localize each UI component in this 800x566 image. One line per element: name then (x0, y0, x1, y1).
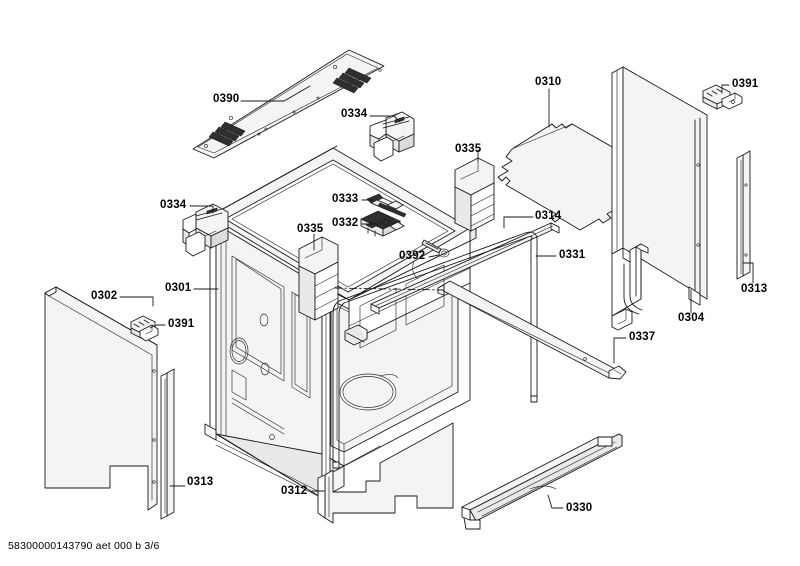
part-0313-trim-strip-left (160, 368, 175, 520)
part-label-0335-front: 0335 (297, 223, 324, 235)
part-0332-door-latch-module (360, 210, 405, 237)
part-label-0302: 0302 (91, 290, 118, 302)
part-label-0304: 0304 (678, 312, 705, 324)
part-0330-base-tray-plinth (461, 433, 623, 530)
part-label-0391-right: 0391 (732, 78, 759, 90)
part-label-0330: 0330 (566, 502, 593, 514)
part-label-0391-left: 0391 (168, 318, 195, 330)
part-0334-corner-bracket-rear (369, 111, 415, 162)
part-label-0312: 0312 (281, 485, 308, 497)
part-0335-spacer-block-rear (454, 157, 495, 232)
part-label-0310: 0310 (535, 76, 562, 88)
part-0334-corner-bracket-front (182, 203, 229, 257)
part-label-0392: 0392 (399, 250, 426, 262)
part-0333-latch-lever (366, 193, 407, 218)
part-label-0313-left: 0313 (187, 476, 214, 488)
part-label-0313-right: 0313 (741, 283, 768, 295)
part-0391-hinge-fitting-left (130, 315, 159, 342)
part-label-0334-rear: 0334 (341, 108, 368, 120)
part-0304-rear-back-panel (611, 66, 708, 331)
part-label-0335-rear: 0335 (455, 143, 482, 155)
part-0331-frame-tube-bracket (332, 231, 538, 469)
part-0301-tub-cabinet-assembly (204, 145, 477, 509)
part-0313-trim-strip-right (736, 150, 751, 280)
part-label-0333: 0333 (332, 193, 359, 205)
part-label-0390: 0390 (213, 93, 240, 105)
part-label-0331: 0331 (559, 249, 586, 261)
leader-lines (119, 84, 754, 509)
part-label-0334-front: 0334 (160, 199, 187, 211)
part-0392-screw-fastener (412, 239, 450, 280)
part-0337-support-strut (334, 280, 627, 380)
part-label-0332: 0332 (332, 217, 359, 229)
document-footer-code: 58300000143790 aet 000 b 3/6 (8, 540, 160, 552)
part-label-0314: 0314 (535, 210, 562, 222)
part-0390-top-cover-panel (192, 49, 385, 159)
part-0391-hinge-fitting-right (702, 84, 743, 110)
part-label-0301: 0301 (165, 282, 192, 294)
part-0312-front-base-cover (317, 422, 454, 524)
part-0335-spacer-block-front (298, 236, 339, 321)
part-label-0337: 0337 (629, 331, 656, 343)
